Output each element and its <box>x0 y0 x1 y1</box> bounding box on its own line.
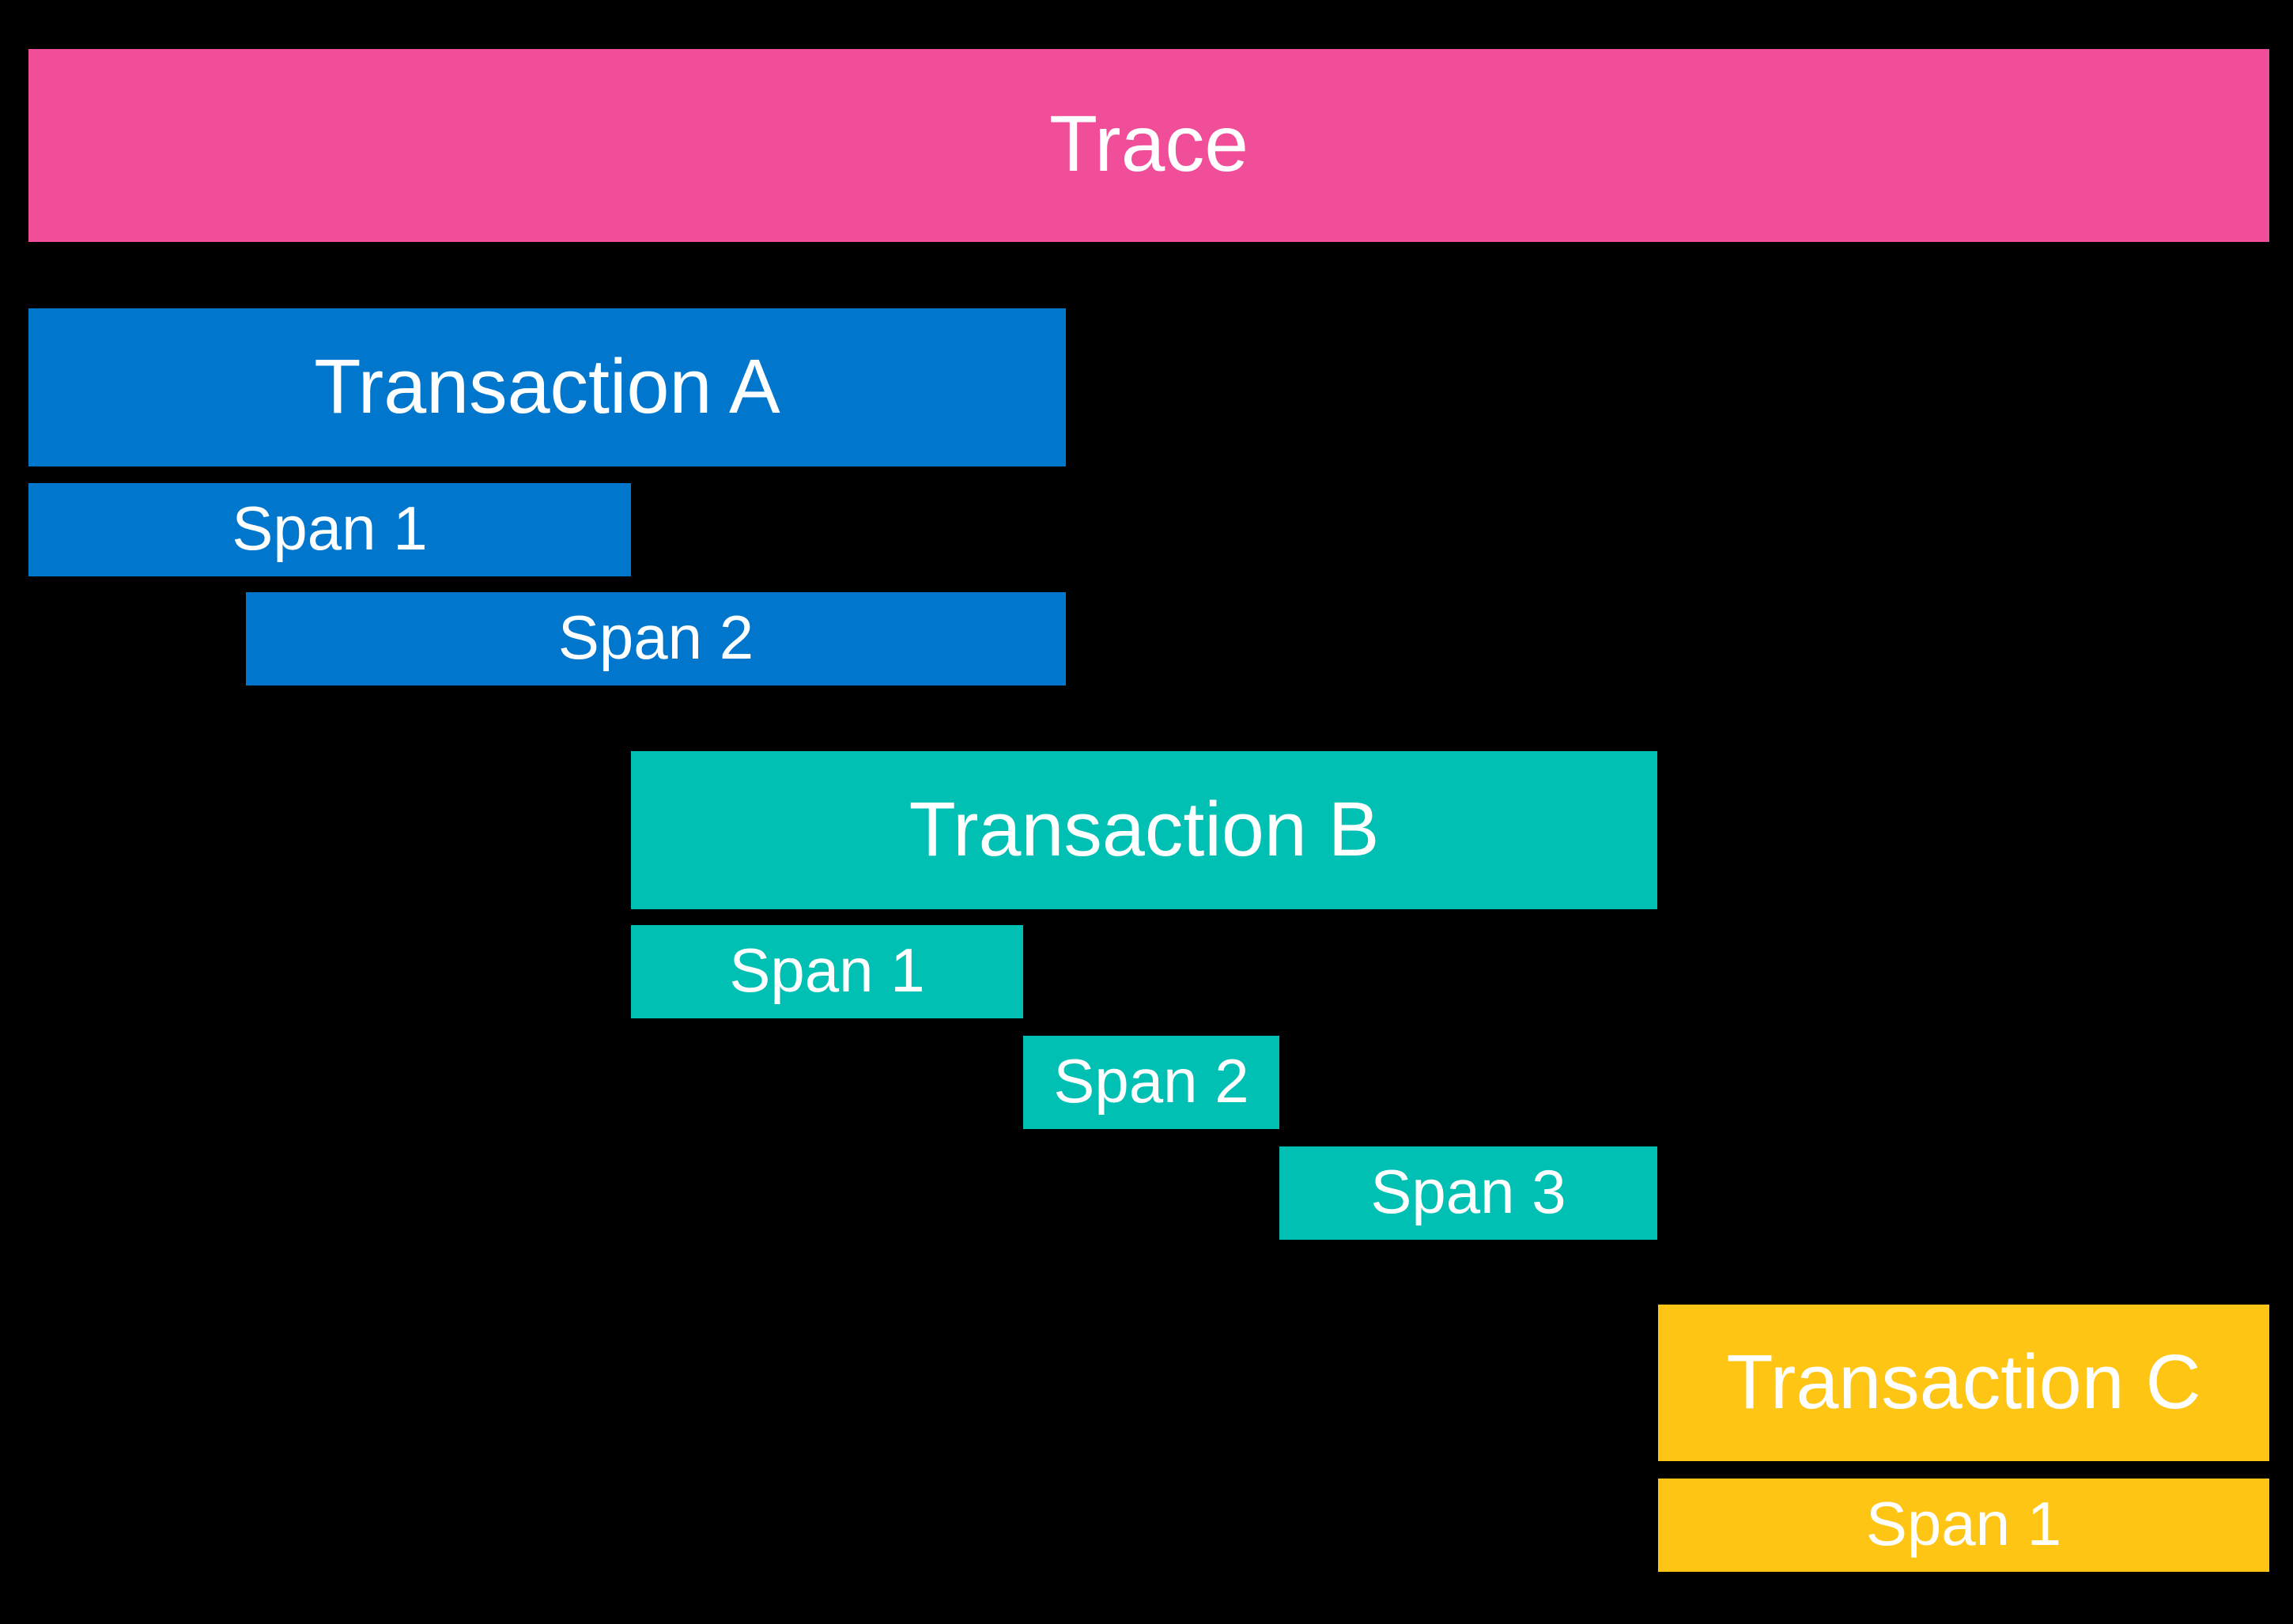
transaction-c-bar: Transaction C <box>1658 1305 2269 1461</box>
transaction-b-span-1-bar: Span 1 <box>631 925 1023 1018</box>
transaction-b-span-3-label: Span 3 <box>1370 1157 1566 1226</box>
transaction-b-span-2-bar: Span 2 <box>1023 1036 1279 1129</box>
trace-bar: Trace <box>28 49 2269 242</box>
transaction-a-bar: Transaction A <box>28 308 1066 466</box>
transaction-b-span-2-label: Span 2 <box>1053 1046 1249 1116</box>
transaction-a-span-2-bar: Span 2 <box>246 592 1066 685</box>
transaction-b-bar: Transaction B <box>631 751 1657 909</box>
transaction-c-span-1-label: Span 1 <box>1865 1489 2062 1558</box>
transaction-b-span-3-bar: Span 3 <box>1279 1146 1657 1240</box>
transaction-c-label: Transaction C <box>1726 1338 2201 1425</box>
transaction-b-label: Transaction B <box>909 785 1380 872</box>
transaction-a-span-2-label: Span 2 <box>557 602 754 672</box>
transaction-a-span-1-bar: Span 1 <box>28 483 631 576</box>
transaction-a-span-1-label: Span 1 <box>232 493 428 563</box>
transaction-a-label: Transaction A <box>314 342 780 429</box>
transaction-c-span-1-bar: Span 1 <box>1658 1479 2269 1572</box>
trace-label: Trace <box>1049 100 1248 188</box>
transaction-b-span-1-label: Span 1 <box>729 935 925 1005</box>
